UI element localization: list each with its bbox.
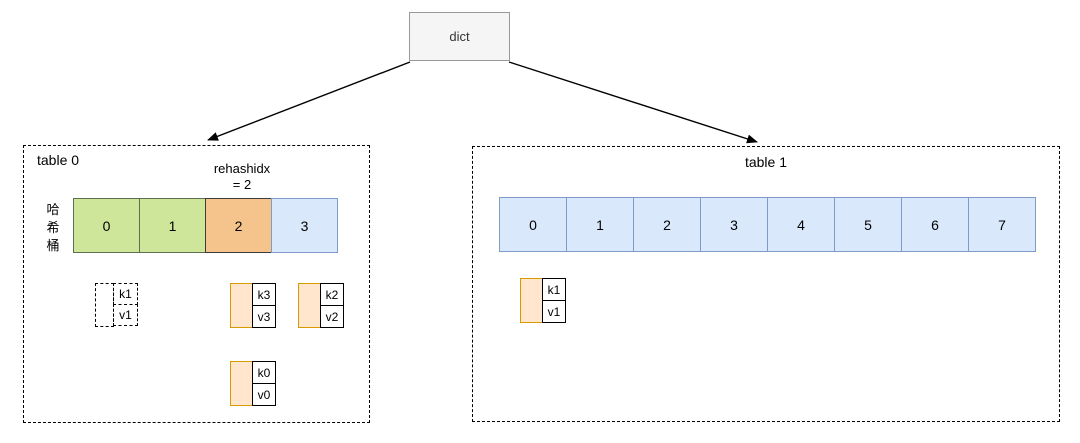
table1-bucket-6: 6 (901, 197, 969, 252)
entry-pointer-cell (520, 278, 543, 323)
entry-node-k1v1-table1: k1 v1 (520, 278, 566, 323)
hash-bucket-char: 希 (46, 220, 60, 235)
table0-bucket-1: 1 (139, 198, 206, 253)
key-cell: k1 (542, 278, 566, 301)
key-cell: k3 (252, 283, 276, 306)
dict-node: dict (409, 12, 510, 61)
rehashidx-line1: rehashidx (213, 161, 271, 176)
value-cell: v2 (320, 305, 344, 328)
entry-pointer-cell (230, 283, 253, 328)
table1-bucket-2: 2 (633, 197, 701, 252)
entry-node-k2v2: k2 v2 (298, 283, 344, 328)
table1-frame (472, 146, 1060, 422)
entry-node-k1v1-dashed: k1 v1 (95, 283, 138, 327)
key-cell: k0 (252, 361, 276, 384)
hash-bucket-char: 哈 (46, 202, 60, 217)
hash-bucket-vertical-label: 哈 希 桶 (44, 201, 62, 255)
table0-bucket-0: 0 (73, 198, 140, 253)
dict-node-label: dict (449, 29, 470, 44)
table1-bucket-4: 4 (767, 197, 835, 252)
table1-bucket-row: 0 1 2 3 4 5 6 7 (499, 197, 1036, 252)
value-cell: v0 (252, 383, 276, 406)
value-cell: v1 (542, 300, 566, 323)
table1-bucket-0: 0 (499, 197, 567, 252)
arrow-dict-to-table0 (207, 61, 411, 141)
arrow-dict-to-table1 (508, 61, 758, 144)
entry-node-k3v3: k3 v3 (230, 283, 276, 328)
entry-node-k0v0: k0 v0 (230, 361, 276, 406)
table1-title: table 1 (744, 154, 788, 170)
key-cell: k2 (320, 283, 344, 306)
value-cell: v3 (252, 305, 276, 328)
value-cell: v1 (113, 304, 138, 326)
table0-bucket-row: 0 1 2 3 (73, 198, 338, 253)
hash-bucket-char: 桶 (46, 238, 60, 253)
rehashidx-line2: = 2 (232, 177, 252, 192)
table0-title: table 0 (37, 152, 80, 168)
key-cell: k1 (113, 283, 138, 305)
table1-bucket-7: 7 (968, 197, 1036, 252)
table0-bucket-2: 2 (205, 198, 272, 253)
table0-bucket-3: 3 (271, 198, 338, 253)
entry-pointer-cell (298, 283, 321, 328)
rehashidx-label: rehashidx = 2 (184, 161, 300, 193)
table1-bucket-1: 1 (566, 197, 634, 252)
table1-bucket-5: 5 (834, 197, 902, 252)
entry-pointer-cell (230, 361, 253, 406)
table1-bucket-3: 3 (700, 197, 768, 252)
entry-pointer-cell (95, 283, 114, 327)
